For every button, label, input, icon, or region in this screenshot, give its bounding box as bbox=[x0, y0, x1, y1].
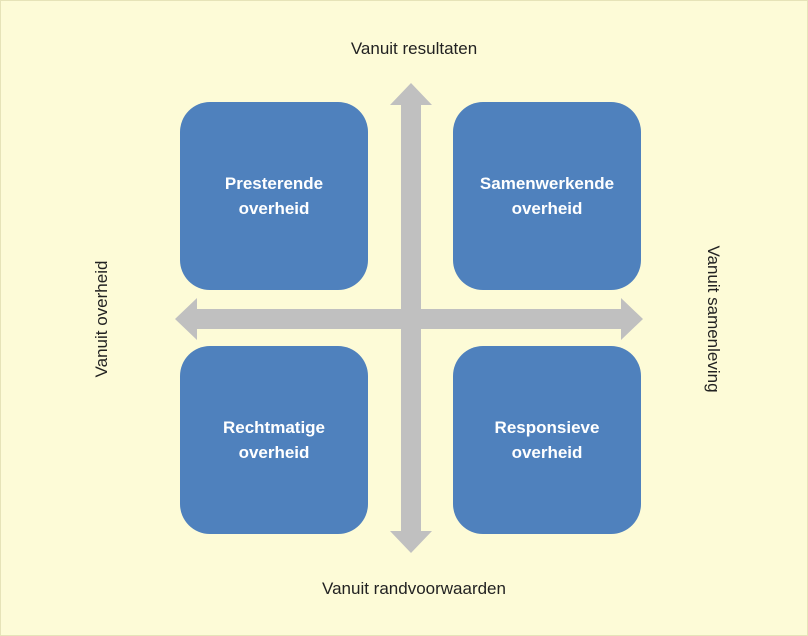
quadrant-label: Responsieve overheid bbox=[495, 415, 600, 465]
quadrant-responsieve-overheid: Responsieve overheid bbox=[453, 346, 641, 534]
quadrant-presterende-overheid: Presterende overheid bbox=[180, 102, 368, 290]
quadrant-label-line1: Rechtmatige bbox=[222, 418, 326, 437]
quadrant-label-line1: Presterende bbox=[224, 174, 324, 193]
axis-label-bottom: Vanuit randvoorwaarden bbox=[322, 579, 506, 598]
quadrant-label: Samenwerkende overheid bbox=[480, 171, 614, 221]
quadrant-label-line2: overheid bbox=[511, 199, 583, 218]
quadrant-label-line2: overheid bbox=[238, 199, 310, 218]
quadrant-rechtmatige-overheid: Rechtmatige overheid bbox=[180, 346, 368, 534]
axis-label-right: Vanuit samenleving bbox=[704, 245, 723, 393]
axis-label-top: Vanuit resultaten bbox=[350, 39, 478, 58]
axis-label-left: Vanuit overheid bbox=[92, 260, 111, 378]
quadrant-label: Presterende overheid bbox=[225, 171, 323, 221]
quadrant-label-line2: overheid bbox=[238, 443, 310, 462]
quadrant-label-line1: Responsieve bbox=[494, 418, 600, 437]
quadrant-label: Rechtmatige overheid bbox=[223, 415, 325, 465]
quadrant-label-line1: Samenwerkende bbox=[479, 174, 615, 193]
horizontal-axis-arrow bbox=[175, 298, 643, 340]
quadrant-samenwerkende-overheid: Samenwerkende overheid bbox=[453, 102, 641, 290]
quadrant-label-line2: overheid bbox=[511, 443, 583, 462]
